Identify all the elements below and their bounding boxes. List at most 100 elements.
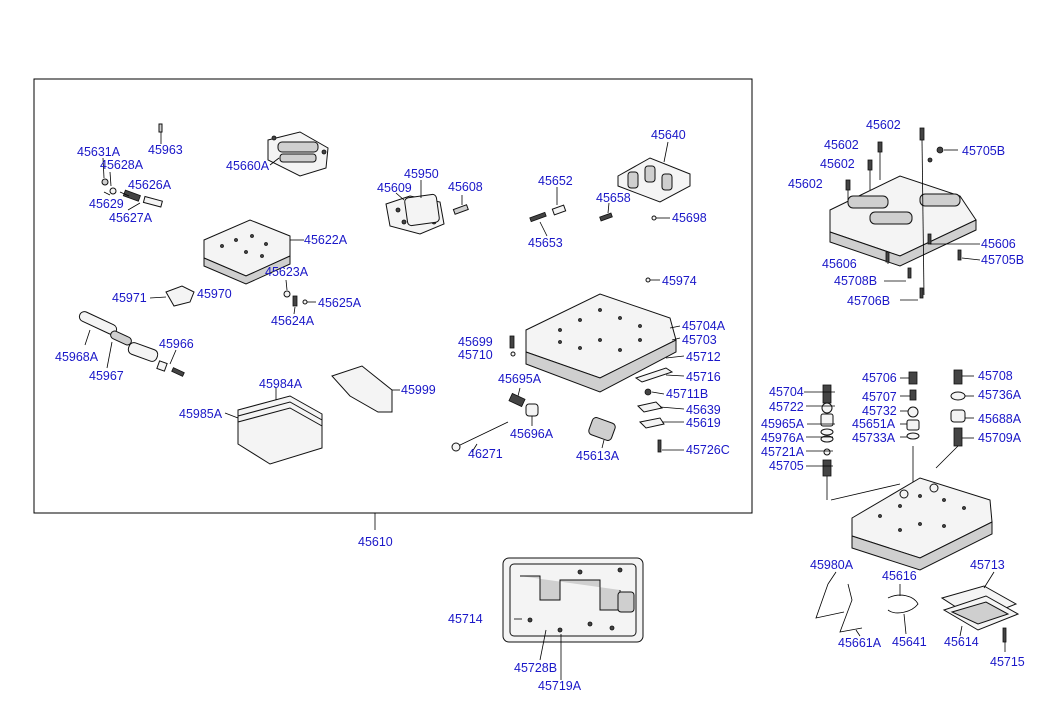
label-45984A[interactable]: 45984A bbox=[259, 377, 303, 391]
part-group-45714 bbox=[502, 557, 644, 680]
label-45623A[interactable]: 45623A bbox=[265, 265, 309, 279]
label-45970[interactable]: 45970 bbox=[197, 287, 232, 301]
label-r45706[interactable]: 45706 bbox=[862, 371, 897, 385]
label-45624A[interactable]: 45624A bbox=[271, 314, 315, 328]
label-45716[interactable]: 45716 bbox=[686, 370, 721, 384]
label-45974[interactable]: 45974 bbox=[662, 274, 697, 288]
part-group-right-upper-body bbox=[829, 127, 981, 301]
part-45710 bbox=[510, 351, 516, 357]
label-b45719A[interactable]: 45719A bbox=[538, 679, 582, 693]
label-r45606a[interactable]: 45606 bbox=[981, 237, 1016, 251]
label-r45705[interactable]: 45705 bbox=[769, 459, 804, 473]
label-r45965A[interactable]: 45965A bbox=[761, 417, 805, 431]
part-group-45695A bbox=[451, 387, 539, 453]
label-b45728B[interactable]: 45728B bbox=[514, 661, 557, 675]
label-b45616[interactable]: 45616 bbox=[882, 569, 917, 583]
label-b45614[interactable]: 45614 bbox=[944, 635, 979, 649]
label-r45704[interactable]: 45704 bbox=[769, 385, 804, 399]
label-45622A[interactable]: 45622A bbox=[304, 233, 348, 247]
label-45609[interactable]: 45609 bbox=[377, 181, 412, 195]
label-b45713[interactable]: 45713 bbox=[970, 558, 1005, 572]
part-group-45623A bbox=[283, 279, 316, 315]
part-group-right-lower-body bbox=[851, 477, 993, 571]
label-r45736A[interactable]: 45736A bbox=[978, 388, 1022, 402]
label-r45705B2[interactable]: 45705B bbox=[981, 253, 1024, 267]
label-b45714[interactable]: 45714 bbox=[448, 612, 483, 626]
label-45639[interactable]: 45639 bbox=[686, 403, 721, 417]
part-group-45640 bbox=[617, 141, 691, 203]
label-r45606b[interactable]: 45606 bbox=[822, 257, 857, 271]
label-45695A[interactable]: 45695A bbox=[498, 372, 542, 386]
label-r45708B[interactable]: 45708B bbox=[834, 274, 877, 288]
part-group-45614 bbox=[940, 571, 1020, 652]
label-r45733A[interactable]: 45733A bbox=[852, 431, 896, 445]
label-45653[interactable]: 45653 bbox=[528, 236, 563, 250]
label-45710[interactable]: 45710 bbox=[458, 348, 493, 362]
label-r45709A[interactable]: 45709A bbox=[978, 431, 1022, 445]
label-45971[interactable]: 45971 bbox=[112, 291, 147, 305]
label-45626A[interactable]: 45626A bbox=[128, 178, 172, 192]
label-45652[interactable]: 45652 bbox=[538, 174, 573, 188]
part-45974 bbox=[645, 277, 651, 283]
label-45968A[interactable]: 45968A bbox=[55, 350, 99, 364]
label-r45651A[interactable]: 45651A bbox=[852, 417, 896, 431]
label-45696A[interactable]: 45696A bbox=[510, 427, 554, 441]
label-b45641[interactable]: 45641 bbox=[892, 635, 927, 649]
part-group-45613A bbox=[588, 417, 616, 449]
label-45711B[interactable]: 45711B bbox=[666, 387, 708, 401]
label-45631A[interactable]: 45631A bbox=[77, 145, 121, 159]
label-r45602b[interactable]: 45602 bbox=[824, 138, 859, 152]
label-45950[interactable]: 45950 bbox=[404, 167, 439, 181]
label-r45602a[interactable]: 45602 bbox=[866, 118, 901, 132]
part-group-45968A bbox=[78, 311, 185, 377]
label-45628A[interactable]: 45628A bbox=[100, 158, 144, 172]
label-45967[interactable]: 45967 bbox=[89, 369, 124, 383]
label-45627A[interactable]: 45627A bbox=[109, 211, 153, 225]
part-group-45661A bbox=[815, 571, 919, 637]
label-r45705B1[interactable]: 45705B bbox=[962, 144, 1005, 158]
label-r45707[interactable]: 45707 bbox=[862, 390, 897, 404]
frame-part-label[interactable]: 45610 bbox=[358, 535, 393, 549]
part-45699 bbox=[509, 335, 515, 349]
label-45619[interactable]: 45619 bbox=[686, 416, 721, 430]
part-group-45950 bbox=[385, 180, 469, 235]
label-r45732[interactable]: 45732 bbox=[862, 404, 897, 418]
label-45658[interactable]: 45658 bbox=[596, 191, 631, 205]
label-45704A[interactable]: 45704A bbox=[682, 319, 726, 333]
part-45698 bbox=[651, 215, 657, 221]
part-group-45652 bbox=[529, 187, 613, 237]
label-45712[interactable]: 45712 bbox=[686, 350, 721, 364]
label-r45976A[interactable]: 45976A bbox=[761, 431, 805, 445]
label-45726C[interactable]: 45726C bbox=[686, 443, 730, 457]
label-r45721A[interactable]: 45721A bbox=[761, 445, 805, 459]
label-45963[interactable]: 45963 bbox=[148, 143, 183, 157]
part-group-45970 bbox=[149, 285, 195, 307]
part-group-45999 bbox=[331, 365, 400, 413]
label-r45708[interactable]: 45708 bbox=[978, 369, 1013, 383]
part-group-45984A bbox=[224, 388, 323, 465]
label-45966[interactable]: 45966 bbox=[159, 337, 194, 351]
label-45608[interactable]: 45608 bbox=[448, 180, 483, 194]
part-group-45963 bbox=[158, 123, 163, 144]
label-45613A[interactable]: 45613A bbox=[576, 449, 620, 463]
label-r45602c[interactable]: 45602 bbox=[820, 157, 855, 171]
label-45660A[interactable]: 45660A bbox=[226, 159, 270, 173]
label-45625A[interactable]: 45625A bbox=[318, 296, 362, 310]
label-r45688A[interactable]: 45688A bbox=[978, 412, 1022, 426]
label-45629[interactable]: 45629 bbox=[89, 197, 124, 211]
label-b45715[interactable]: 45715 bbox=[990, 655, 1025, 669]
label-r45706B[interactable]: 45706B bbox=[847, 294, 890, 308]
label-b45980A[interactable]: 45980A bbox=[810, 558, 854, 572]
label-45985A[interactable]: 45985A bbox=[179, 407, 223, 421]
label-46271[interactable]: 46271 bbox=[468, 447, 503, 461]
label-45699[interactable]: 45699 bbox=[458, 335, 493, 349]
label-b45661A[interactable]: 45661A bbox=[838, 636, 882, 650]
label-r45722[interactable]: 45722 bbox=[769, 400, 804, 414]
label-45703[interactable]: 45703 bbox=[682, 333, 717, 347]
label-r45602d[interactable]: 45602 bbox=[788, 177, 823, 191]
label-45999[interactable]: 45999 bbox=[401, 383, 436, 397]
label-45640[interactable]: 45640 bbox=[651, 128, 686, 142]
assembly-frame bbox=[33, 78, 753, 514]
label-45698[interactable]: 45698 bbox=[672, 211, 707, 225]
